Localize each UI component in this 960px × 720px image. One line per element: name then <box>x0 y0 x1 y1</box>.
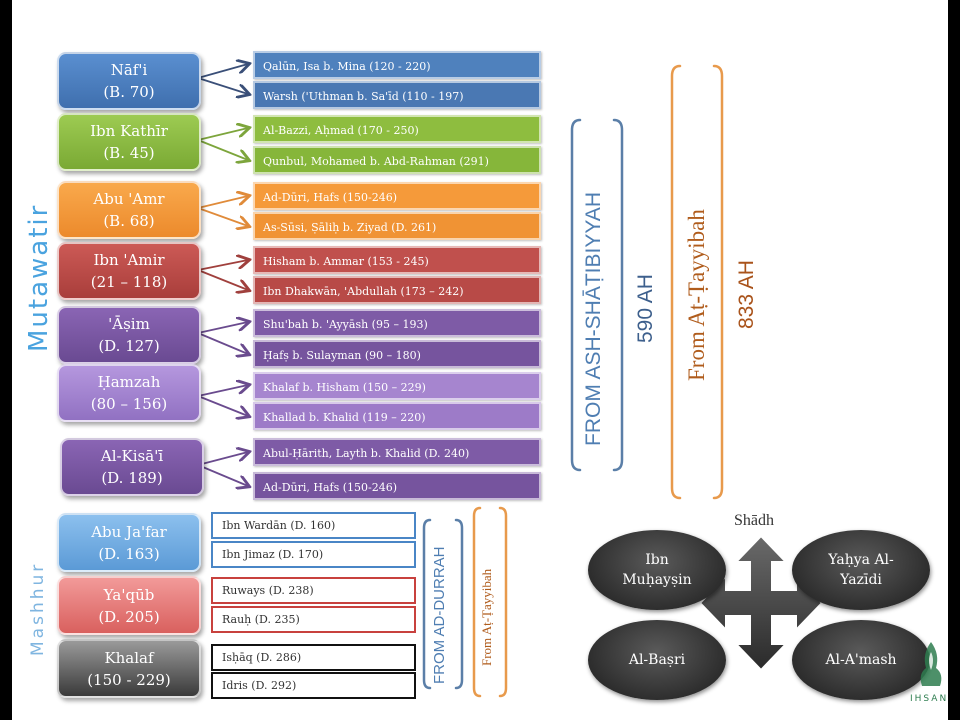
reader-date: (B. 70) <box>103 83 155 101</box>
reader-name: Ya'qūb <box>103 585 155 604</box>
shadh-name-line: Al-Baṣri <box>628 652 686 668</box>
connector-arrows <box>197 0 948 720</box>
reader-date: (150 - 229) <box>87 670 171 689</box>
reader-date: (21 – 118) <box>90 273 168 291</box>
reader-abu-amr: Abu 'Amr (B. 68) <box>57 181 201 239</box>
from-tayyibah-label: From Aṭ-Ṭayyibah <box>684 209 709 381</box>
reader-date: (D. 163) <box>98 544 160 563</box>
transmitter-abul-harith: Abul-Ḥārith, Layth b. Khalid (D. 240) <box>253 438 541 466</box>
transmitter-ad-duri: Ad-Dūri, Hafs (150-246) <box>253 182 541 210</box>
reader-name: Ibn Kathīr <box>90 122 168 140</box>
reader-khalaf: Khalaf (150 - 229) <box>57 639 201 698</box>
from-durrah-label: FROM AD-DURRAH <box>431 546 448 685</box>
year-833-label: 833 AH <box>735 260 758 329</box>
year-590-label: 590 AH <box>634 274 657 343</box>
shadh-ibn-muhaysin: Ibn Muḥayṣin <box>588 530 726 610</box>
braces <box>422 64 724 698</box>
reader-ibn-amir: Ibn 'Amir (21 – 118) <box>57 242 201 300</box>
transmitter-ruways: Ruways (D. 238) <box>211 577 416 604</box>
transmitter-warsh: Warsh ('Uthman b. Sa'īd (110 - 197) <box>253 81 541 109</box>
shadh-name-line: Ibn <box>645 552 669 568</box>
reader-yaqub: Ya'qūb (D. 205) <box>57 576 201 635</box>
shadh-name-line: Yazīdi <box>840 572 882 588</box>
transmitter-hafs: Ḥafṣ b. Sulayman (90 – 180) <box>253 340 541 368</box>
reader-name: Al-Kisā'ī <box>100 447 164 465</box>
ihsan-logo-icon <box>920 642 942 686</box>
transmitter-ibn-jimaz: Ibn Jimaz (D. 170) <box>211 541 416 568</box>
transmitter-ad-duri-kisai: Ad-Dūri, Hafs (150-246) <box>253 472 541 500</box>
reader-date: (B. 68) <box>103 212 155 230</box>
reader-name: 'Āṣim <box>108 315 150 333</box>
reader-name: Abu 'Amr <box>93 190 165 208</box>
transmitter-khallad: Khallad b. Khalid (119 – 220) <box>253 402 541 430</box>
reader-date: (D. 205) <box>98 607 160 626</box>
reader-date: (D. 127) <box>98 337 160 355</box>
reader-name: Nāf'i <box>110 61 148 79</box>
reader-name: Khalaf <box>104 648 154 667</box>
reader-date: (B. 45) <box>103 144 155 162</box>
shadh-name-line: Yaḥya Al- <box>828 552 894 568</box>
transmitter-qunbul: Qunbul, Mohamed b. Abd-Rahman (291) <box>253 146 541 174</box>
four-way-arrow-icon <box>698 534 824 672</box>
shadh-al-basri: Al-Baṣri <box>588 620 726 700</box>
transmitter-ishaq: Isḥāq (D. 286) <box>211 644 416 671</box>
reader-ibn-kathir: Ibn Kathīr (B. 45) <box>57 113 201 171</box>
slide: Mutawatir Mashhur <box>12 0 948 720</box>
transmitter-khalaf-b-hisham: Khalaf b. Hisham (150 – 229) <box>253 372 541 400</box>
transmitter-hisham: Hisham b. Ammar (153 - 245) <box>253 246 541 274</box>
transmitter-idris: Idris (D. 292) <box>211 672 416 699</box>
reader-name: Ḥamzah <box>97 373 161 391</box>
transmitter-shubah: Shu'bah b. 'Ayyāsh (95 – 193) <box>253 309 541 337</box>
reader-name: Abu Ja'far <box>91 522 167 541</box>
transmitter-as-susi: As-Sūsi, Ṣāliḥ b. Ziyad (D. 261) <box>253 212 541 240</box>
logo-text: IHSAN <box>910 694 948 704</box>
reader-name: Ibn 'Amir <box>93 251 165 269</box>
shadh-title: Shādh <box>734 512 774 529</box>
reader-nafi: Nāf'i (B. 70) <box>57 52 201 110</box>
shadh-yahya-al-yazidi: Yaḥya Al- Yazīdi <box>792 530 930 610</box>
shadh-al-amash: Al-A'mash <box>792 620 930 700</box>
reader-date: (80 – 156) <box>90 395 168 413</box>
transmitter-ibn-wardan: Ibn Wardān (D. 160) <box>211 512 416 539</box>
shadh-name-line: Muḥayṣin <box>622 572 692 588</box>
from-tayyibah-small-label: From Aṭ-Ṭayyibah <box>479 568 494 666</box>
transmitter-al-bazzi: Al-Bazzi, Aḥmad (170 - 250) <box>253 115 541 143</box>
shadh-name-line: Al-A'mash <box>825 652 897 668</box>
transmitter-ibn-dhakwan: Ibn Dhakwān, 'Abdullah (173 – 242) <box>253 276 541 304</box>
transmitter-rauh: Rauḥ (D. 235) <box>211 606 416 633</box>
reader-asim: 'Āṣim (D. 127) <box>57 306 201 364</box>
reader-date: (D. 189) <box>101 469 163 487</box>
reader-abu-jafar: Abu Ja'far (D. 163) <box>57 513 201 572</box>
reader-hamzah: Ḥamzah (80 – 156) <box>57 364 201 422</box>
from-shatibiyyah-label: FROM ASH-SHĀṬIBIYYAH <box>582 192 605 446</box>
transmitter-qalun: Qalūn, Isa b. Mina (120 - 220) <box>253 51 541 79</box>
reader-al-kisai: Al-Kisā'ī (D. 189) <box>60 438 204 496</box>
